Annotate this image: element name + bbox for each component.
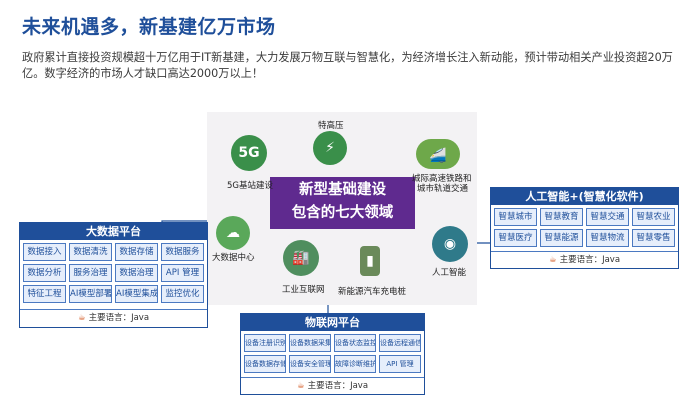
- iot-platform-panel: 物联网平台 设备注册识别 设备数据采集 设备状态监控 设备远程通信 设备数据存储…: [240, 313, 425, 395]
- main-language: ☕主要语言：Java: [20, 309, 207, 326]
- module-cell: 特征工程: [23, 285, 66, 303]
- module-cell: 数据分析: [23, 264, 66, 282]
- module-cell: 数据清洗: [69, 243, 112, 261]
- field-label: 大数据中心: [212, 253, 255, 263]
- java-icon: ☕: [548, 255, 557, 265]
- field-label: 人工智能: [432, 268, 467, 278]
- bigdata-platform-panel: 大数据平台 数据接入 数据清洗 数据存储 数据服务 数据分析 服务治理 数据治理…: [19, 222, 208, 328]
- field-label: 新能源汽车充电桩: [338, 287, 407, 297]
- ai-platform-panel: 人工智能+(智慧化软件) 智慧城市 智慧教育 智慧交通 智慧农业 智慧医疗 智慧…: [490, 187, 679, 269]
- module-cell: 数据治理: [115, 264, 158, 282]
- module-cell: 服务治理: [69, 264, 112, 282]
- iot-cells: 设备注册识别 设备数据采集 设备状态监控 设备远程通信 设备数据存储 设备安全管…: [244, 334, 421, 373]
- module-cell: AI模型集成: [115, 285, 158, 303]
- banner-line-1: 新型基础建设: [299, 182, 386, 198]
- module-cell: 智慧医疗: [494, 229, 537, 247]
- language-label: 主要语言：Java: [307, 381, 369, 391]
- page-title: 未来机遇多，新基建亿万市场: [22, 16, 276, 38]
- module-cell: 数据存储: [115, 243, 158, 261]
- bigdata-cells: 数据接入 数据清洗 数据存储 数据服务 数据分析 服务治理 数据治理 API 管…: [23, 243, 204, 303]
- java-icon: ☕: [296, 381, 305, 391]
- ai-cells: 智慧城市 智慧教育 智慧交通 智慧农业 智慧医疗 智慧能源 智慧物流 智慧零售: [494, 208, 675, 247]
- train-icon: 🚄: [416, 139, 460, 169]
- field-label: 特高压: [318, 121, 344, 131]
- module-cell: 智慧交通: [586, 208, 629, 226]
- 5g-icon: 5G: [231, 135, 267, 171]
- field-label: 城市轨道交通: [417, 184, 469, 194]
- java-icon: ☕: [77, 313, 86, 323]
- panel-title: 物联网平台: [241, 314, 424, 331]
- panel-title: 大数据平台: [20, 223, 207, 240]
- language-label: 主要语言：Java: [88, 313, 150, 323]
- module-cell: API 管理: [161, 264, 204, 282]
- field-label: 工业互联网: [282, 285, 325, 295]
- module-cell: API 管理: [379, 355, 421, 373]
- banner-line-2: 包含的七大领域: [291, 205, 394, 221]
- module-cell: 数据服务: [161, 243, 204, 261]
- module-cell: 智慧农业: [632, 208, 675, 226]
- factory-icon: 🏭: [283, 240, 319, 276]
- module-cell: 设备状态监控: [334, 334, 376, 352]
- field-label: 城际高速铁路和: [412, 174, 472, 184]
- module-cell: 智慧物流: [586, 229, 629, 247]
- main-language: ☕主要语言：Java: [491, 251, 678, 268]
- charger-icon: ▮: [360, 246, 380, 276]
- panel-title: 人工智能+(智慧化软件): [491, 188, 678, 205]
- module-cell: 设备注册识别: [244, 334, 286, 352]
- language-label: 主要语言：Java: [559, 255, 621, 265]
- module-cell: 设备安全管理: [289, 355, 331, 373]
- module-cell: 设备数据采集: [289, 334, 331, 352]
- module-cell: 故障诊断维护: [334, 355, 376, 373]
- field-label: 5G基站建设: [227, 181, 273, 191]
- module-cell: 智慧城市: [494, 208, 537, 226]
- module-cell: 设备远程通信: [379, 334, 421, 352]
- module-cell: 监控优化: [161, 285, 204, 303]
- seven-fields-banner: 新型基础建设 包含的七大领域: [270, 177, 415, 229]
- module-cell: 智慧能源: [540, 229, 583, 247]
- main-language: ☕主要语言：Java: [241, 377, 424, 394]
- module-cell: AI模型部署: [69, 285, 112, 303]
- intro-paragraph: 政府累计直接投资规模超十万亿用于IT新基建，大力发展万物互联与智慧化，为经济增长…: [22, 51, 673, 80]
- ai-head-icon: ◉: [432, 226, 468, 262]
- tower-icon: ⚡: [313, 131, 347, 165]
- module-cell: 智慧教育: [540, 208, 583, 226]
- module-cell: 智慧零售: [632, 229, 675, 247]
- module-cell: 设备数据存储: [244, 355, 286, 373]
- cloud-icon: ☁: [216, 216, 250, 250]
- module-cell: 数据接入: [23, 243, 66, 261]
